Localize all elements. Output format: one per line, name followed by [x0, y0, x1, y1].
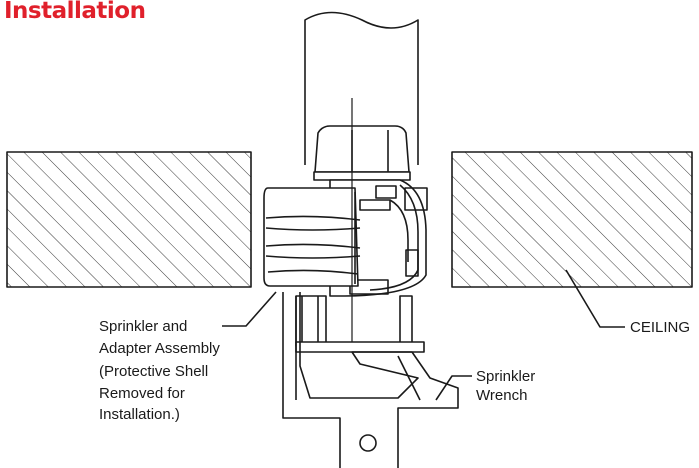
ceiling-right — [451, 151, 693, 288]
leader-sprinkler — [222, 291, 277, 327]
wrench-label: Sprinkler Wrench — [476, 368, 535, 404]
ceiling-left — [6, 151, 252, 288]
hex-fitting — [314, 125, 410, 173]
ceiling-label: CEILING — [630, 319, 690, 336]
wrench-hole — [359, 434, 377, 452]
label-line: Removed for — [99, 385, 185, 402]
page-title: Installation — [4, 0, 146, 24]
adapter-ring — [263, 187, 359, 287]
leader-ceiling — [565, 269, 625, 328]
label-line: Sprinkler — [476, 368, 535, 385]
label-line: Adapter Assembly — [99, 340, 220, 357]
leader-wrench — [435, 375, 472, 401]
deflector-plate — [295, 341, 425, 353]
sprinkler-wrench — [282, 292, 459, 468]
label-line: Installation.) — [99, 406, 180, 423]
sprinkler-assembly-label: Sprinkler and Adapter Assembly (Protecti… — [99, 318, 220, 423]
label-line: (Protective Shell — [99, 363, 208, 380]
label-line: Sprinkler and — [99, 318, 187, 335]
label-line: Wrench — [476, 387, 527, 404]
